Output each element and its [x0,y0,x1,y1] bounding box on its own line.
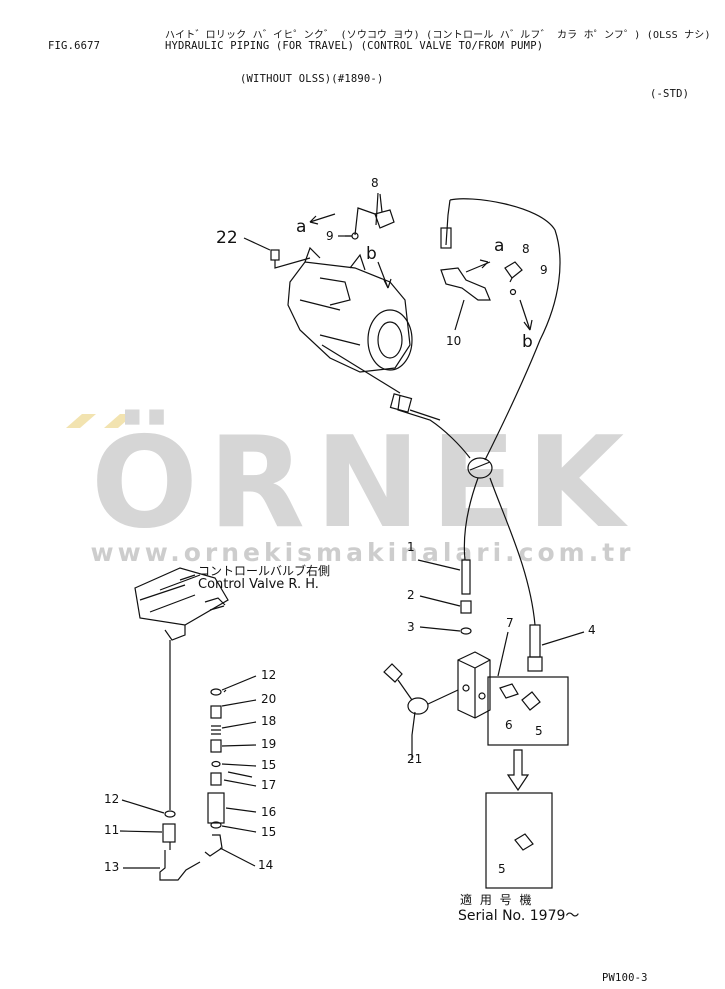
callout-5-serial-box: 5 [498,862,506,876]
callout-16: 16 [261,805,277,819]
variant-label: (-STD) [650,88,690,100]
serial-label-jp: 適 用 号 機 [460,893,534,907]
callout-18: 18 [261,714,277,728]
callout-b-right: b [522,332,533,352]
callout-5: 5 [535,724,543,738]
callout-12-a: 12 [261,668,277,682]
callout-11: 11 [104,823,120,837]
pump-assembly [287,246,413,394]
callout-14: 14 [258,858,274,872]
callout-15-b: 15 [261,825,277,839]
callout-a-left: a [296,217,307,237]
callout-7: 7 [506,616,514,630]
callout-1: 1 [407,540,415,554]
watermark-url: www.ornekismakinalari.com.tr [90,538,635,567]
fig-number: FIG.6677 [48,40,101,52]
serial-label-en: Serial No. 1979～ [458,908,580,924]
callout-9-right: 9 [540,263,548,277]
callout-8-top: 8 [371,176,379,190]
header-english-title: HYDRAULIC PIPING (FOR TRAVEL) (CONTROL V… [165,40,544,52]
header-subtitle: (WITHOUT OLSS)(#1890-) [240,73,384,85]
callout-4: 4 [588,623,596,637]
callout-2: 2 [407,588,415,602]
watermark-logo: ÖRNEK [90,409,635,556]
page-code: PW100-3 [602,972,648,984]
callout-22: 22 [216,228,238,248]
callout-21: 21 [407,752,423,766]
callout-b-left: b [366,244,377,264]
header-katakana-title: ハイト゛ロリック ハ゛イヒ゜ンク゛ (ソウコウ ヨウ) (コントロール ハ゛ルフ… [165,30,711,41]
callout-a-right: a [494,236,505,256]
callout-6: 6 [505,718,513,732]
callout-3: 3 [407,620,415,634]
callout-19: 19 [261,737,277,751]
callout-12-b: 12 [104,792,120,806]
callout-17: 17 [261,778,277,792]
callout-8-right: 8 [522,242,530,256]
callout-13: 13 [104,860,120,874]
control-valve-label-en: Control Valve R. H. [198,577,319,592]
callout-10: 10 [446,334,462,348]
control-valve-label-jp: コントロールバルブ右側 [198,564,331,578]
callout-15-a: 15 [261,758,277,772]
callout-20: 20 [261,692,277,706]
callout-9-top: 9 [326,229,334,243]
